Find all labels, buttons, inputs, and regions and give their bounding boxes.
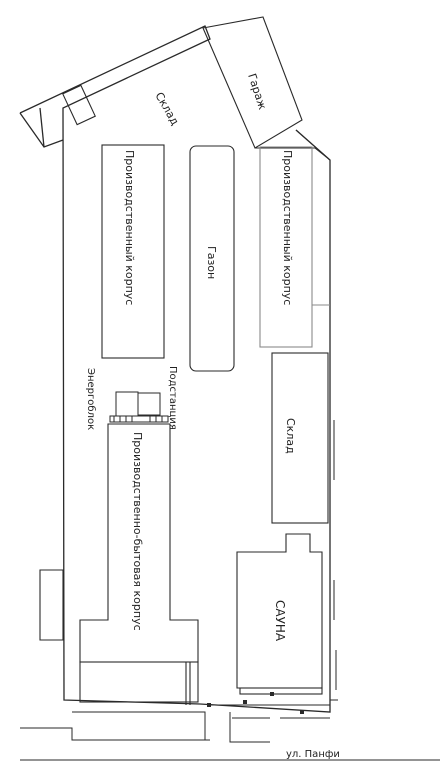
warehouse-top: [62, 84, 96, 126]
street-label: ул. Панфи: [286, 749, 340, 760]
production-left: [101, 144, 165, 359]
fence-posts: [207, 692, 304, 714]
lawn: [189, 145, 235, 372]
sauna: [236, 533, 323, 695]
garage-label: Гараж: [245, 72, 269, 111]
substation-label: Подстанция: [167, 366, 178, 430]
lawn-label: Газон: [205, 246, 218, 279]
sauna-label: САУНА: [273, 600, 287, 642]
right-ticks: [330, 420, 338, 701]
production-household-label: Производственно-бытовая корпус: [131, 432, 144, 631]
production-right: [259, 146, 330, 348]
production-right-label: Производственный корпус: [281, 150, 294, 305]
energy-block-label: Энергоблок: [85, 368, 96, 430]
fence-bottom: [20, 704, 440, 761]
left-annex: [39, 569, 64, 641]
warehouse-right-label: Склад: [284, 418, 297, 454]
production-left-label: Производственный корпус: [123, 150, 136, 305]
warehouse-right: [271, 352, 329, 524]
right-edge: [255, 129, 331, 161]
garage: [202, 16, 303, 149]
warehouse-top-label: Склад: [152, 90, 181, 128]
site-boundary: [19, 25, 331, 713]
substation: [109, 391, 169, 423]
production-household: [79, 423, 199, 705]
